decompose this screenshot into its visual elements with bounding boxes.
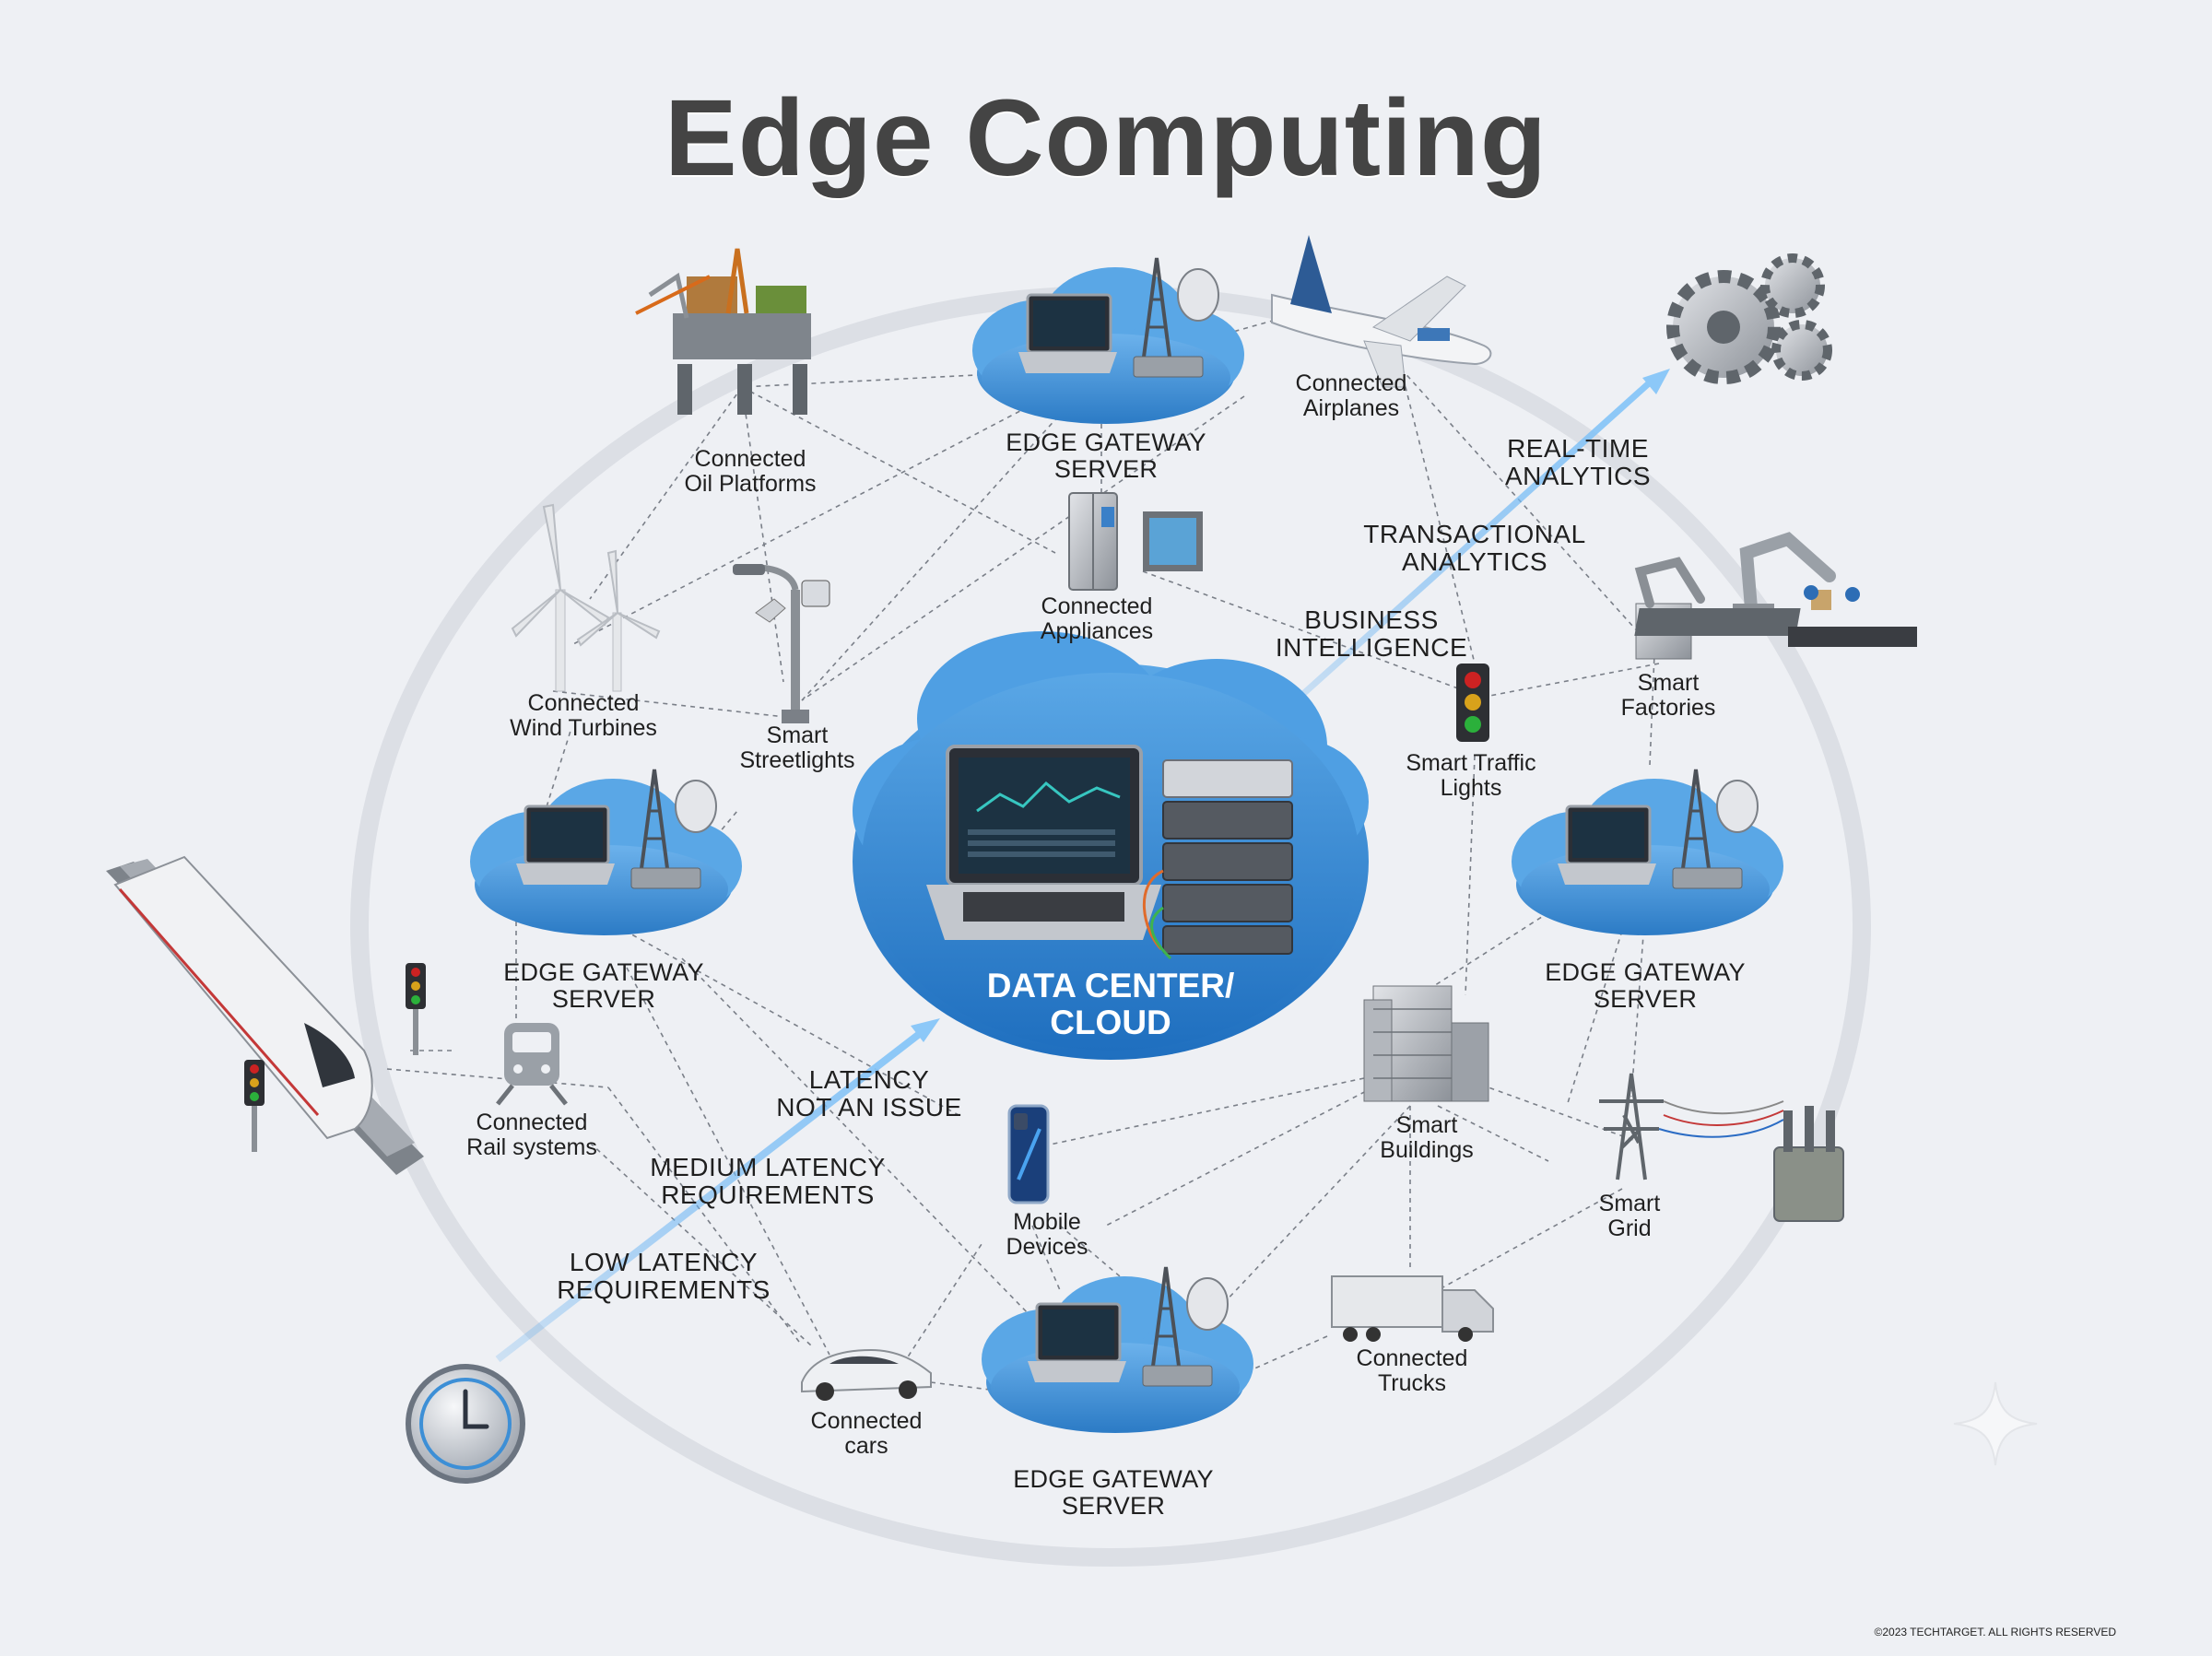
train-icon [113, 855, 373, 1140]
antenna-icon [1672, 769, 1759, 889]
device-label: Connected Appliances [1040, 593, 1154, 644]
device-label: Mobile Devices [1006, 1209, 1088, 1260]
airplane-icon [1271, 235, 1492, 388]
clock-icon [406, 1364, 525, 1484]
building-icon [1363, 985, 1489, 1102]
oil-platform-icon [635, 248, 811, 415]
truck-icon [1331, 1275, 1494, 1342]
antenna-icon [1133, 257, 1219, 378]
sparkle-icon [1953, 1381, 2038, 1466]
laptop-icon [926, 745, 1161, 940]
copyright-notice: ©2023 TECHTARGET. ALL RIGHTS RESERVED [1874, 1626, 2116, 1638]
laptop-icon [1558, 805, 1656, 885]
antenna-icon [1142, 1266, 1229, 1387]
robot-arm-icon [1634, 532, 1917, 660]
latency-label: LATENCY NOT AN ISSUE [776, 1065, 962, 1122]
gears-icon [1666, 253, 1832, 384]
device-label: Connected Oil Platforms [684, 446, 817, 497]
device-label: Connected cars [810, 1408, 923, 1459]
smartphone-icon [1007, 1104, 1050, 1204]
transformer-icon [1773, 1106, 1844, 1222]
edge-gateway-cloud [1512, 769, 1783, 935]
analytics-label: BUSINESS INTELLIGENCE [1275, 605, 1468, 662]
latency-label: MEDIUM LATENCY REQUIREMENTS [650, 1153, 886, 1209]
traffic-light-icon [1456, 664, 1489, 742]
server-rack-icon [1142, 759, 1293, 960]
latency-label: LOW LATENCY REQUIREMENTS [557, 1248, 771, 1304]
edge-gateway-cloud [972, 257, 1244, 424]
device-label: Connected Rail systems [466, 1110, 597, 1160]
data-center-cloud [853, 631, 1369, 1060]
device-label: Connected Wind Turbines [510, 690, 657, 741]
wind-turbine-icon [511, 503, 661, 692]
gateway-layer [470, 257, 1783, 1433]
analytics-label: TRANSACTIONAL ANALYTICS [1363, 520, 1586, 576]
gateway-label: EDGE GATEWAY SERVER [1545, 958, 1746, 1013]
antenna-icon [630, 769, 717, 889]
edge-gateway-cloud [982, 1266, 1253, 1433]
rail-systems-icon [496, 1023, 568, 1106]
latency-arrow [495, 1018, 940, 1363]
device-label: Smart Grid [1598, 1191, 1661, 1241]
power-tower-icon [1599, 1073, 1784, 1180]
streetlight-icon [733, 564, 830, 723]
page-title: Edge Computing [665, 77, 1547, 199]
gateway-label: EDGE GATEWAY SERVER [1006, 429, 1206, 483]
traffic-light-icon [244, 963, 426, 1152]
analytics-label: REAL-TIME ANALYTICS [1504, 434, 1652, 490]
gateway-label: EDGE GATEWAY SERVER [503, 958, 704, 1013]
edge-gateway-cloud [470, 769, 742, 935]
device-label: Smart Traffic Lights [1406, 750, 1536, 801]
data-center-label: DATA CENTER/ CLOUD [986, 967, 1235, 1041]
laptop-icon [516, 805, 615, 885]
car-icon [801, 1348, 932, 1401]
device-label: Connected Trucks [1356, 1345, 1468, 1396]
device-label: Smart Buildings [1380, 1112, 1474, 1163]
laptop-icon [1028, 1302, 1126, 1382]
laptop-icon [1018, 293, 1117, 373]
device-label: Connected Airplanes [1295, 370, 1407, 421]
gateway-label: EDGE GATEWAY SERVER [1013, 1465, 1214, 1520]
appliances-icon [1068, 492, 1203, 591]
device-label: Smart Streetlights [739, 722, 855, 773]
device-label: Smart Factories [1620, 670, 1716, 721]
